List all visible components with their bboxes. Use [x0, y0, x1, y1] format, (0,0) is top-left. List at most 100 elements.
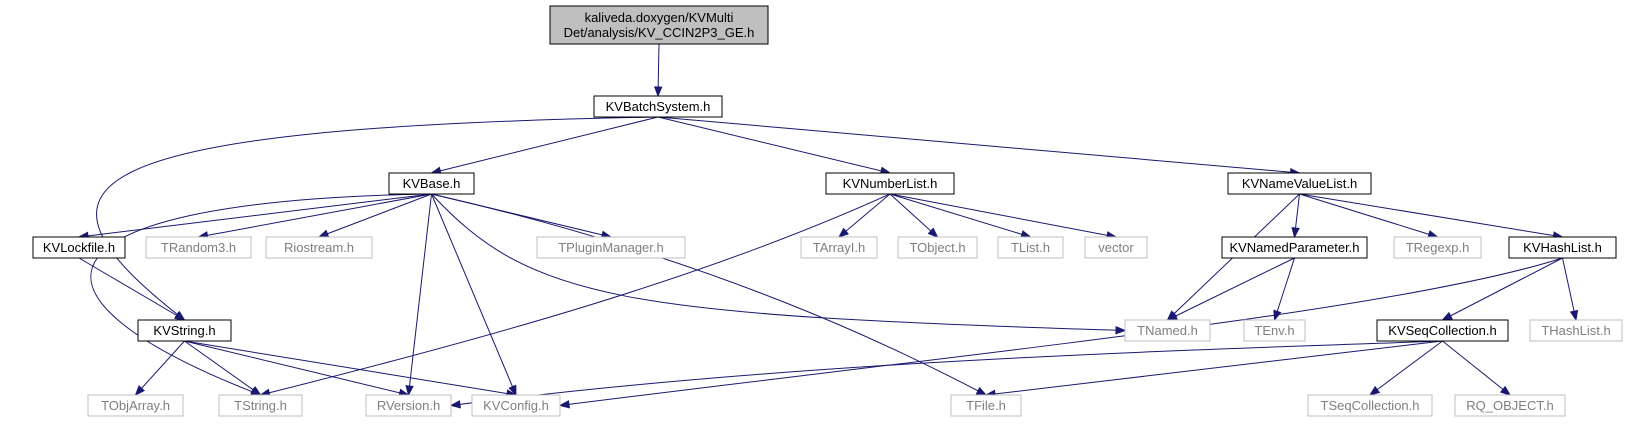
- node-box: [1084, 236, 1148, 259]
- node-kvconfig: KVConfig.h: [471, 394, 561, 417]
- node-box: [137, 319, 232, 342]
- node-label: TRandom3.h: [161, 240, 236, 255]
- edge-lockfile-to-kvstring: [78, 257, 186, 321]
- node-rqobject: RQ_OBJECT.h: [1454, 394, 1566, 417]
- node-box: [825, 172, 955, 195]
- node-box: [1454, 394, 1566, 417]
- node-label: THashList.h: [1541, 323, 1610, 338]
- node-box: [87, 394, 184, 417]
- node-trandom: TRandom3.h: [145, 236, 252, 259]
- node-tregexp: TRegexp.h: [1393, 236, 1482, 259]
- edge-root-to-batch: [653, 43, 663, 98]
- node-box: [1529, 319, 1623, 342]
- node-box: [950, 394, 1022, 417]
- edge-nvlist-to-tregexp: [1299, 193, 1439, 239]
- node-label: TNamed.h: [1137, 323, 1198, 338]
- edges-layer: [77, 43, 1579, 409]
- edge-seqcoll-to-rversion: [449, 340, 1443, 409]
- node-label: TObjArray.h: [101, 398, 170, 413]
- node-label: kaliveda.doxygen/KVMulti: [585, 10, 734, 25]
- node-label: TRegexp.h: [1406, 240, 1470, 255]
- node-namedpar[interactable]: KVNamedParameter.h: [1221, 236, 1368, 259]
- edge-numlist-to-tstring: [259, 193, 891, 397]
- node-box: [1508, 236, 1617, 259]
- node-label: KVConfig.h: [483, 398, 549, 413]
- node-thashlist: THashList.h: [1529, 319, 1623, 342]
- edge-numlist-to-tarrayi: [837, 193, 891, 238]
- edge-base-to-tnamed: [431, 193, 1127, 335]
- edge-base-to-tfile: [431, 193, 988, 396]
- node-label: KVNumberList.h: [843, 176, 938, 191]
- edge-namedpar-to-tenv: [1273, 257, 1295, 322]
- node-box: [536, 236, 686, 259]
- node-numlist[interactable]: KVNumberList.h: [825, 172, 955, 195]
- node-box: [218, 394, 303, 417]
- node-label: KVString.h: [153, 323, 215, 338]
- edge-numlist-to-tobject: [889, 193, 939, 238]
- edge-seqcoll-to-tseqcoll: [1368, 340, 1443, 396]
- node-rversion: RVersion.h: [365, 394, 452, 417]
- node-kvstring[interactable]: KVString.h: [137, 319, 232, 342]
- edge-base-to-lockfile: [77, 193, 432, 241]
- node-tfile: TFile.h: [950, 394, 1022, 417]
- node-box: [471, 394, 561, 417]
- node-box: [1376, 319, 1509, 342]
- node-box: [1227, 172, 1372, 195]
- node-box: [145, 236, 252, 259]
- edge-numlist-to-tlist: [889, 193, 1032, 239]
- edge-batch-to-nvlist: [657, 116, 1301, 177]
- node-box: [388, 172, 475, 195]
- node-box: [897, 236, 978, 259]
- node-label: TArrayI.h: [813, 240, 866, 255]
- edge-batch-to-numlist: [657, 116, 892, 175]
- node-label: KVBase.h: [403, 176, 461, 191]
- node-label: Riostream.h: [284, 240, 354, 255]
- node-box: [593, 95, 723, 118]
- node-label: KVNamedParameter.h: [1229, 240, 1359, 255]
- node-label: RVersion.h: [377, 398, 440, 413]
- node-box: [549, 5, 769, 45]
- node-box: [1393, 236, 1482, 259]
- node-box: [1124, 319, 1211, 342]
- node-tobjarray: TObjArray.h: [87, 394, 184, 417]
- node-label: KVSeqCollection.h: [1388, 323, 1496, 338]
- node-tnamed: TNamed.h: [1124, 319, 1211, 342]
- edge-kvstring-to-tstring: [184, 340, 262, 396]
- node-box: [997, 236, 1064, 259]
- node-batch[interactable]: KVBatchSystem.h: [593, 95, 723, 118]
- node-seqcoll[interactable]: KVSeqCollection.h: [1376, 319, 1509, 342]
- node-base[interactable]: KVBase.h: [388, 172, 475, 195]
- node-root[interactable]: kaliveda.doxygen/KVMultiDet/analysis/KV_…: [549, 5, 769, 45]
- node-box: [365, 394, 452, 417]
- node-hashlist[interactable]: KVHashList.h: [1508, 236, 1617, 259]
- edge-base-to-trandom: [197, 193, 432, 240]
- node-label: RQ_OBJECT.h: [1466, 398, 1553, 413]
- node-tstring: TString.h: [218, 394, 303, 417]
- node-vector: vector: [1084, 236, 1148, 259]
- node-tseqcoll: TSeqCollection.h: [1307, 394, 1433, 417]
- edge-hashlist-to-seqcoll: [1441, 257, 1563, 321]
- node-riostream: Riostream.h: [265, 236, 373, 259]
- node-label: TFile.h: [966, 398, 1006, 413]
- node-label: KVHashList.h: [1523, 240, 1602, 255]
- node-tarrayi: TArrayI.h: [800, 236, 878, 259]
- node-lockfile[interactable]: KVLockfile.h: [32, 236, 126, 259]
- edge-kvstring-to-tobjarray: [134, 340, 185, 397]
- edge-nvlist-to-namedpar: [1291, 193, 1300, 239]
- node-label: Det/analysis/KV_CCIN2P3_GE.h: [564, 25, 755, 40]
- node-label: TString.h: [234, 398, 287, 413]
- edge-batch-to-base: [430, 116, 659, 175]
- node-box: [1307, 394, 1433, 417]
- node-box: [32, 236, 126, 259]
- node-label: TSeqCollection.h: [1321, 398, 1420, 413]
- node-box: [1221, 236, 1368, 259]
- node-label: TList.h: [1011, 240, 1050, 255]
- node-nvlist[interactable]: KVNameValueList.h: [1227, 172, 1372, 195]
- node-label: KVBatchSystem.h: [606, 99, 711, 114]
- node-label: KVNameValueList.h: [1242, 176, 1357, 191]
- edge-kvstring-to-kvconfig: [184, 340, 518, 398]
- edge-base-to-kvconfig: [431, 193, 517, 397]
- node-tplugin: TPluginManager.h: [536, 236, 686, 259]
- node-tlist: TList.h: [997, 236, 1064, 259]
